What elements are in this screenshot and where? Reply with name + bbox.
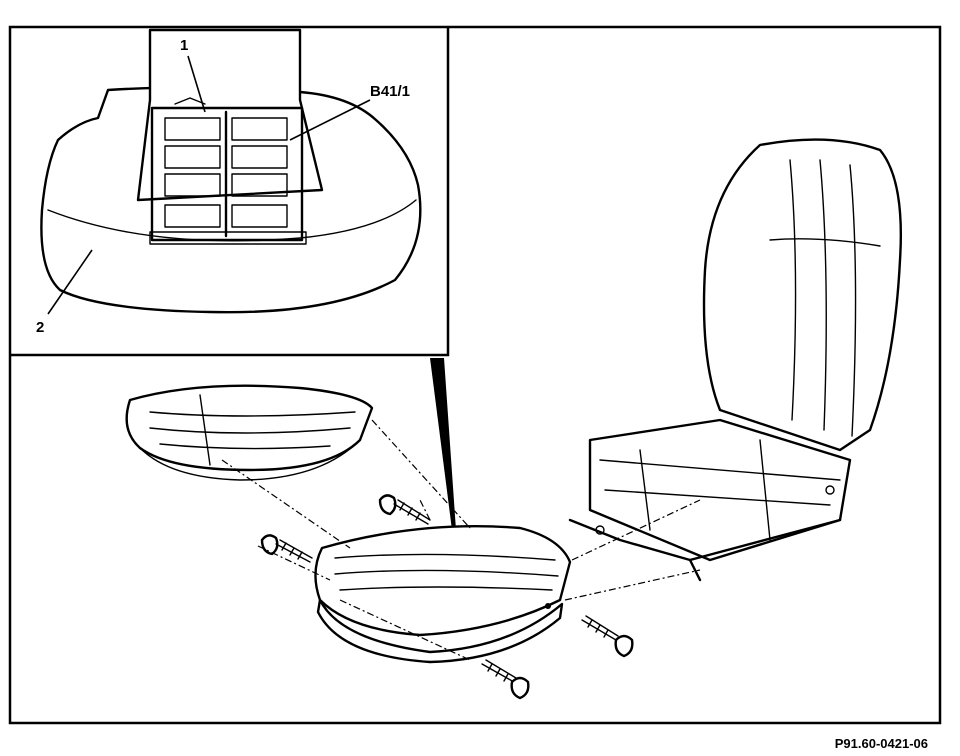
figure-reference-code: P91.60-0421-06 — [835, 736, 928, 751]
diagram-frame — [8, 25, 942, 725]
callout-2-leader — [47, 249, 93, 315]
callout-2-label: 2 — [36, 319, 44, 336]
screw-bottom — [481, 659, 530, 700]
callout-1-label: 1 — [180, 37, 188, 54]
backrest-stub — [136, 28, 324, 202]
callout-b41-1-leader — [289, 99, 371, 141]
callout-1-leader — [187, 55, 206, 113]
screw-right — [581, 615, 634, 658]
cushion-underside-outline — [40, 86, 422, 314]
screw-upper-left — [378, 494, 431, 525]
inset-frame — [10, 27, 450, 357]
inset-detail-view — [40, 28, 422, 315]
heating-element-grid — [149, 97, 307, 245]
seat-cover — [125, 384, 374, 481]
alignment-lines — [221, 419, 701, 661]
seat-cushion — [314, 525, 572, 664]
seat-frame-with-backrest — [568, 138, 903, 582]
inset-pointer — [430, 358, 456, 530]
screw-left — [260, 534, 313, 563]
callout-b41-1-label: B41/1 — [370, 83, 410, 100]
